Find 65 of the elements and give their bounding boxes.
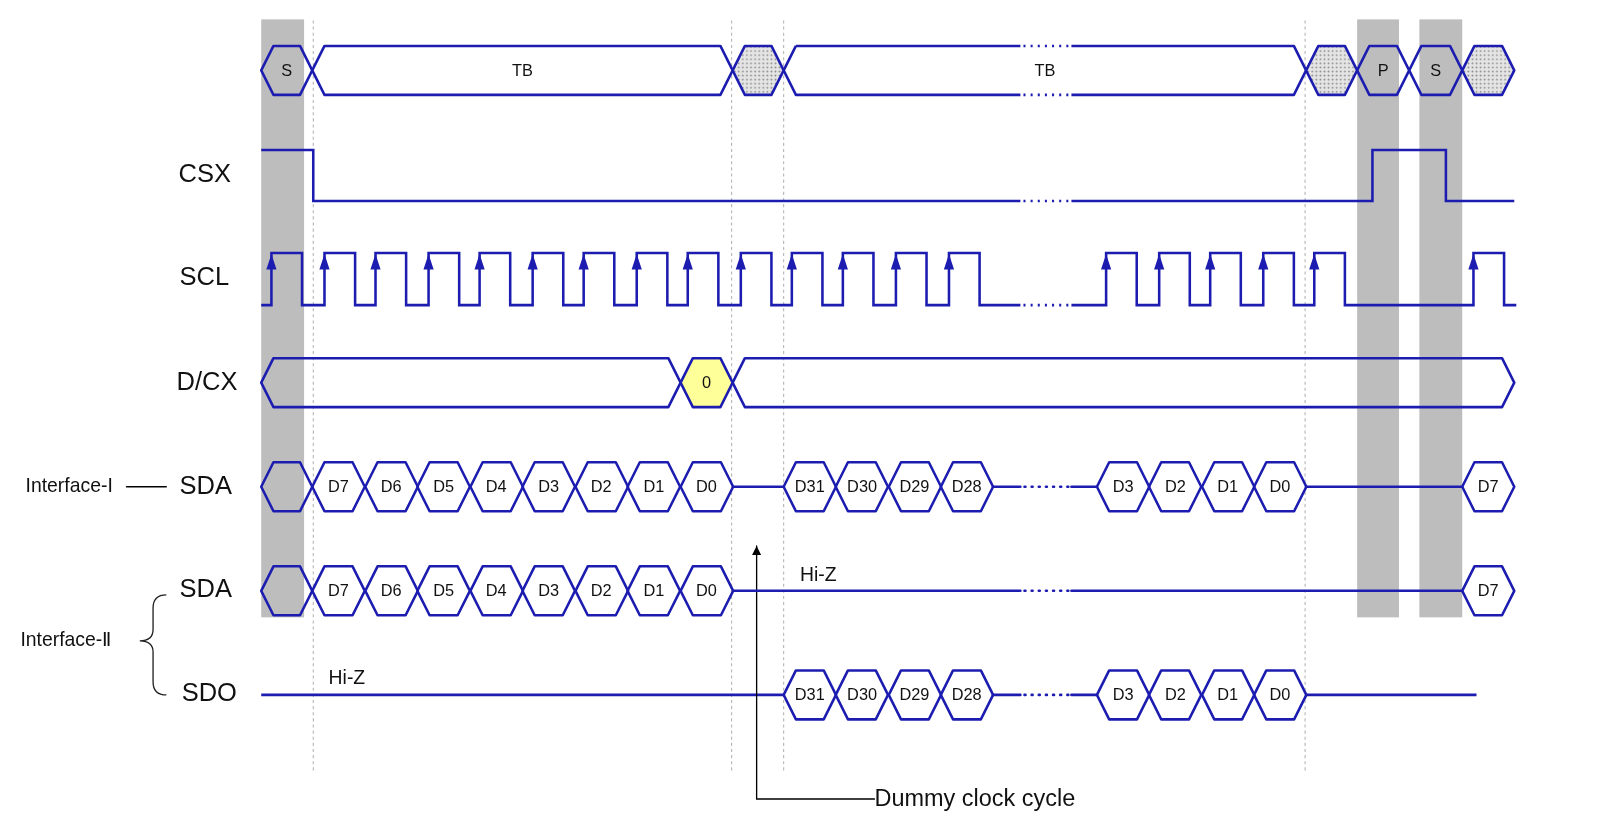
bus-segment	[1306, 44, 1358, 96]
bus-value: D30	[835, 461, 889, 513]
bus-value: TB	[312, 44, 733, 96]
bus-value: D3	[1096, 669, 1150, 721]
annotation-text: Interface-Ⅱ	[20, 630, 112, 652]
bus-value: D4	[469, 461, 523, 513]
bus-value: D1	[627, 461, 681, 513]
signal-name: SDA	[179, 574, 233, 603]
connector-line	[125, 486, 167, 488]
signal-line	[991, 693, 1099, 697]
bus-value: D5	[417, 565, 470, 617]
annotation-text: Hi-Z	[328, 667, 366, 690]
bus-segment	[261, 565, 313, 617]
bus-value: D6	[364, 565, 418, 617]
bus-value: D29	[888, 669, 941, 721]
bus-value: D0	[680, 565, 733, 617]
bus-segment	[732, 357, 1515, 409]
bus-value: D5	[417, 461, 470, 513]
leader-line	[752, 545, 876, 800]
bus-value: D31	[783, 669, 836, 721]
bus-value: D31	[783, 461, 836, 513]
bus-value: D2	[1149, 461, 1202, 513]
signal-line	[732, 485, 785, 488]
bus-segment	[732, 44, 784, 96]
signal-name: SDA	[179, 471, 233, 500]
signal-name: SCL	[179, 262, 230, 291]
bus-value: D2	[575, 461, 628, 513]
annotation-text: Dummy clock cycle	[874, 786, 1076, 812]
bus-segment	[261, 357, 681, 409]
bus-value: D0	[680, 461, 733, 513]
bus-value: D1	[1201, 669, 1254, 721]
bus-value: D28	[940, 461, 993, 513]
bus-value: D0	[1253, 461, 1307, 513]
bus-value: S	[261, 44, 313, 96]
bus-value: D2	[575, 565, 628, 617]
bus-value: P	[1357, 44, 1410, 96]
signal-name: D/CX	[176, 367, 238, 396]
annotation-text: Hi-Z	[800, 564, 837, 587]
signal-line	[732, 589, 1464, 593]
bus-value: D7	[312, 565, 365, 617]
bus-value: D0	[1253, 669, 1307, 721]
bus-value: D1	[627, 565, 681, 617]
bus-value: D3	[522, 461, 575, 513]
bus-value: 0	[680, 357, 733, 409]
bus-value: D2	[1149, 669, 1202, 721]
signal-line	[991, 485, 1099, 488]
bus-value: D1	[1201, 461, 1254, 513]
bus-value: D4	[469, 565, 523, 617]
signal-name: CSX	[178, 159, 231, 188]
bus-value: D28	[940, 669, 993, 721]
bus-value: D30	[835, 669, 889, 721]
signal-name: SDO	[181, 678, 237, 707]
bus-value: TB	[783, 44, 1307, 96]
bus-value: S	[1409, 44, 1463, 96]
bus-value: D3	[1096, 461, 1150, 513]
bus-value: D7	[312, 461, 365, 513]
bus-value: D6	[364, 461, 418, 513]
bus-segment	[261, 461, 313, 513]
annotation-text: Interface-I	[25, 476, 113, 498]
bus-value: D7	[1462, 565, 1515, 617]
bus-value: D3	[522, 565, 575, 617]
bus-value: D7	[1462, 461, 1515, 513]
bus-segment	[1462, 44, 1515, 96]
signal-line	[1304, 485, 1464, 488]
bus-value: D29	[888, 461, 941, 513]
